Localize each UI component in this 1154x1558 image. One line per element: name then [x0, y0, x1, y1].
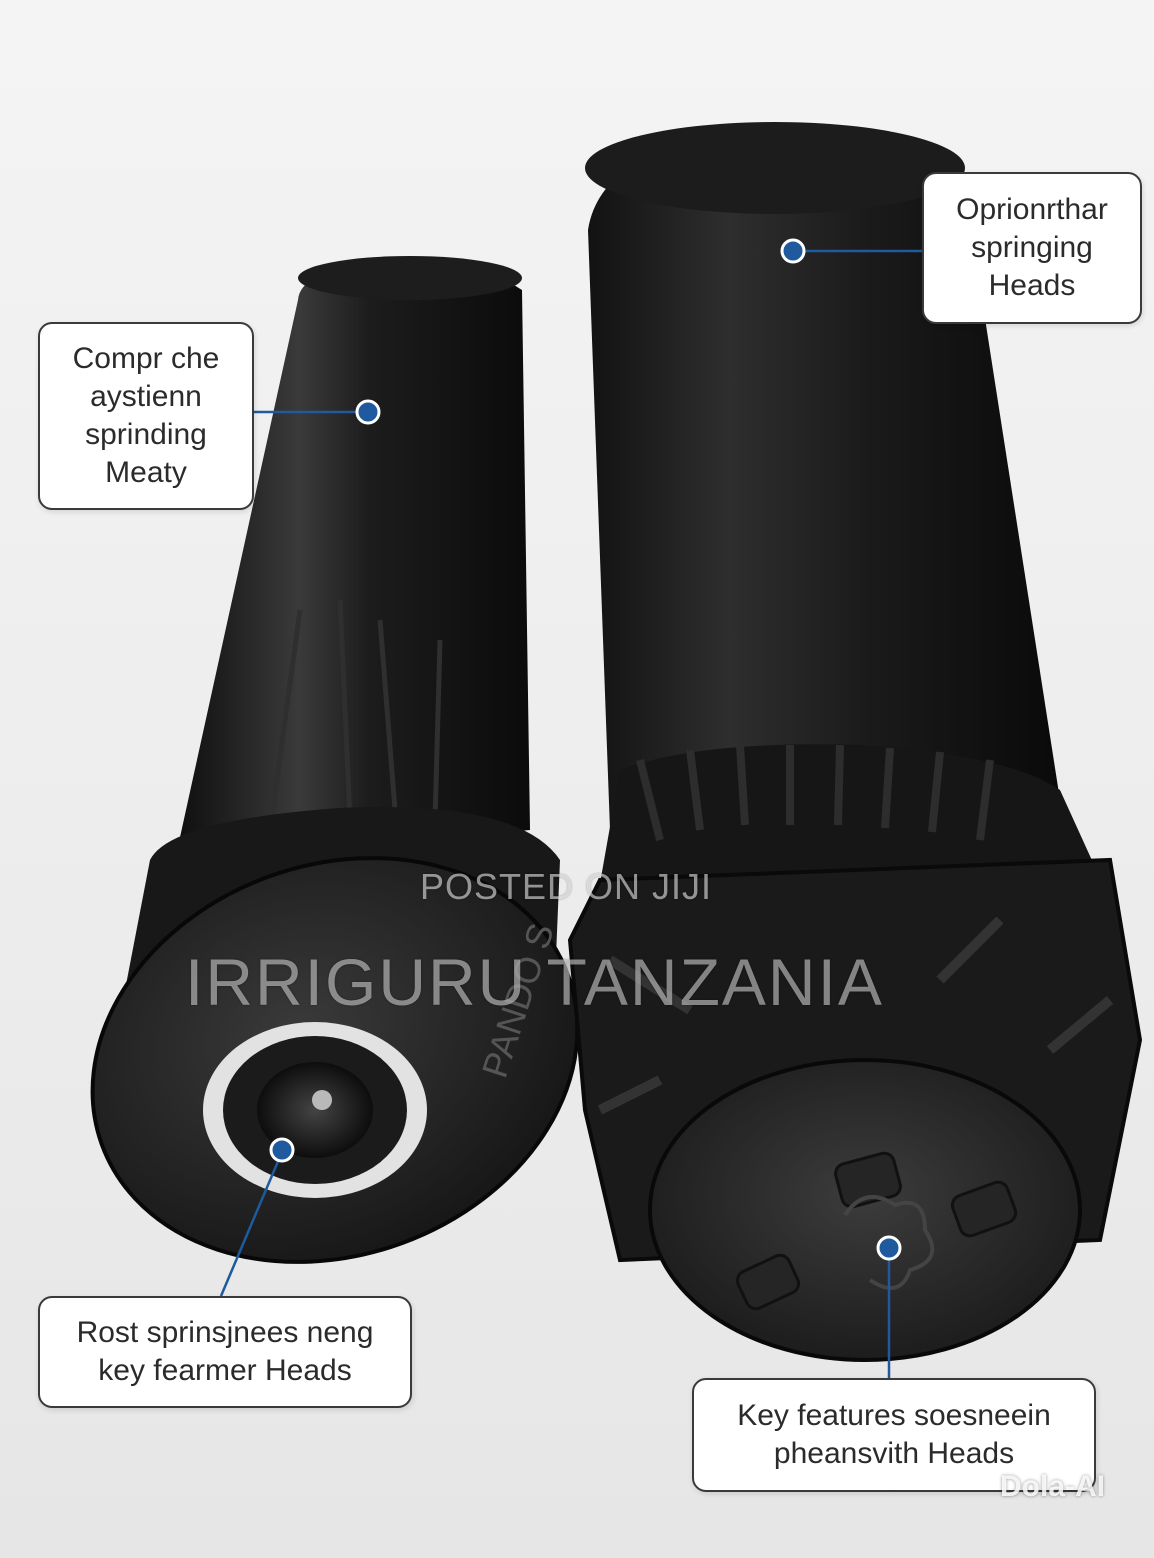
callout-line: aystienn — [90, 380, 202, 413]
callout-line: Meaty — [105, 456, 187, 489]
callout-line: springing — [971, 231, 1093, 264]
left-sprinkler: PANDO S — [90, 256, 580, 1264]
callout-line: Rost sprinsjnees neng — [76, 1316, 374, 1349]
callout-top-left: Compr che aystienn sprinding Meaty — [38, 322, 254, 510]
marker-top-right — [780, 238, 806, 264]
callout-leaders — [219, 238, 922, 1378]
callout-top-right: Oprionrthar springing Heads — [922, 172, 1142, 324]
callout-line: Compr che — [72, 342, 220, 375]
right-sprinkler — [567, 122, 1143, 1362]
watermark-posted-on-jiji: POSTED ON JIJI — [420, 866, 713, 907]
callout-bottom-left: Rost sprinsjnees neng key fearmer Heads — [38, 1296, 412, 1408]
callout-line: pheansvith Heads — [773, 1437, 1015, 1470]
marker-bottom-right — [876, 1235, 902, 1261]
callout-line: Heads — [988, 269, 1076, 302]
watermark-dola-ai: Dola-AI — [1000, 1470, 1105, 1503]
callout-bottom-right: Key features soesneein pheansvith Heads — [692, 1378, 1096, 1492]
marker-bottom-left — [269, 1137, 295, 1163]
callout-line: sprinding — [85, 418, 207, 451]
callout-line: Oprionrthar — [956, 193, 1108, 226]
watermark-brand: IRRIGURU TANZANIA — [185, 945, 884, 1019]
callout-line: key fearmer Heads — [98, 1354, 352, 1387]
marker-top-left — [355, 399, 381, 425]
callout-line: Key features soesneein — [737, 1399, 1051, 1432]
